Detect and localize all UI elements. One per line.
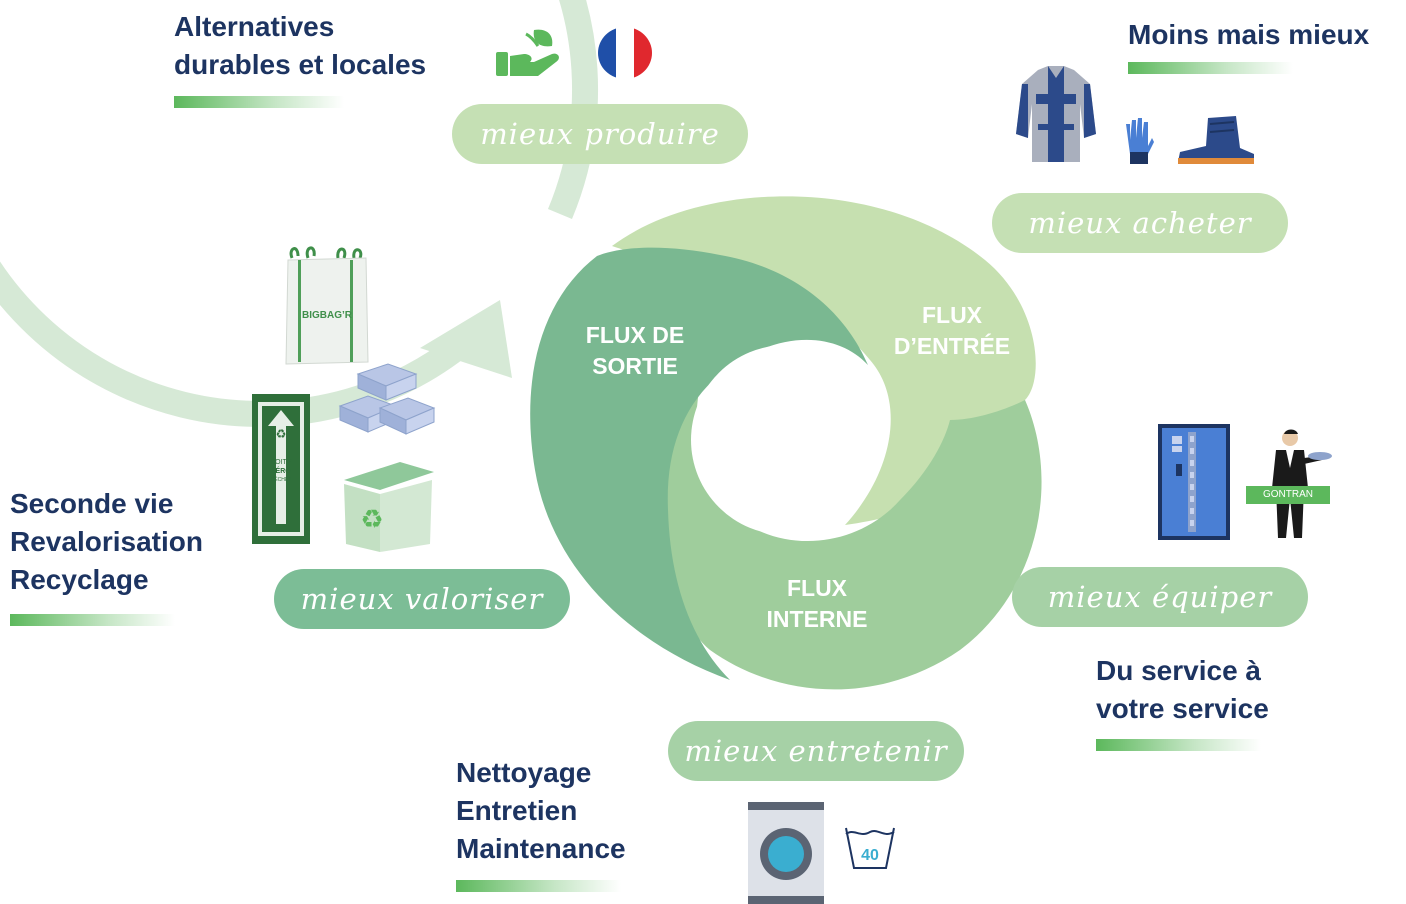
pill-mieux-produire: mieux produire — [452, 104, 748, 164]
flux-sortie-blade — [530, 247, 868, 680]
work-jacket-icon — [1014, 64, 1098, 168]
french-flag-icon — [596, 26, 654, 80]
hand-leaf-icon — [494, 26, 564, 80]
heading-underline — [174, 96, 344, 108]
pill-mieux-equiper: mieux équiper — [1012, 567, 1308, 627]
zero-waste-box-icon: ♻ BOITE ZÉRO DÉCHET — [252, 394, 310, 544]
locker-icon — [1158, 424, 1230, 540]
flux-entree-blade — [612, 196, 1036, 525]
heading-underline — [456, 880, 621, 892]
pill-mieux-acheter: mieux acheter — [992, 193, 1288, 253]
heading-underline — [1096, 739, 1261, 751]
heading-underline — [10, 614, 175, 626]
pill-mieux-entretenir: mieux entretenir — [668, 721, 964, 781]
gontran-label: GONTRAN — [1263, 489, 1313, 500]
svg-text:♻: ♻ — [360, 504, 383, 534]
heading-underline — [1128, 62, 1293, 74]
box-label-line3: DÉCHET — [271, 476, 292, 483]
pill-mieux-valoriser: mieux valoriser — [274, 569, 570, 629]
bricks-icon — [336, 360, 436, 446]
box-label-line2: ZÉRO — [271, 466, 291, 475]
washing-machine-icon — [748, 802, 824, 904]
gontran-sign: GONTRAN — [1246, 486, 1330, 504]
bigbag-icon: BIGBAG’R — [284, 244, 370, 366]
heading-moins-mais-mieux: Moins mais mieux — [1128, 19, 1370, 50]
flux-interne-blade — [661, 385, 1042, 690]
box-label-line1: BOITE — [270, 459, 291, 466]
recycle-bin-icon: ♻ — [340, 454, 436, 554]
wash-temp-label: 40 — [861, 847, 879, 864]
glove-icon — [1120, 116, 1154, 166]
svg-text:♻: ♻ — [276, 427, 287, 441]
bigbag-label: BIGBAG’R — [302, 310, 353, 321]
wash-40-icon: 40 — [842, 824, 898, 874]
safety-shoe-icon — [1176, 114, 1256, 166]
